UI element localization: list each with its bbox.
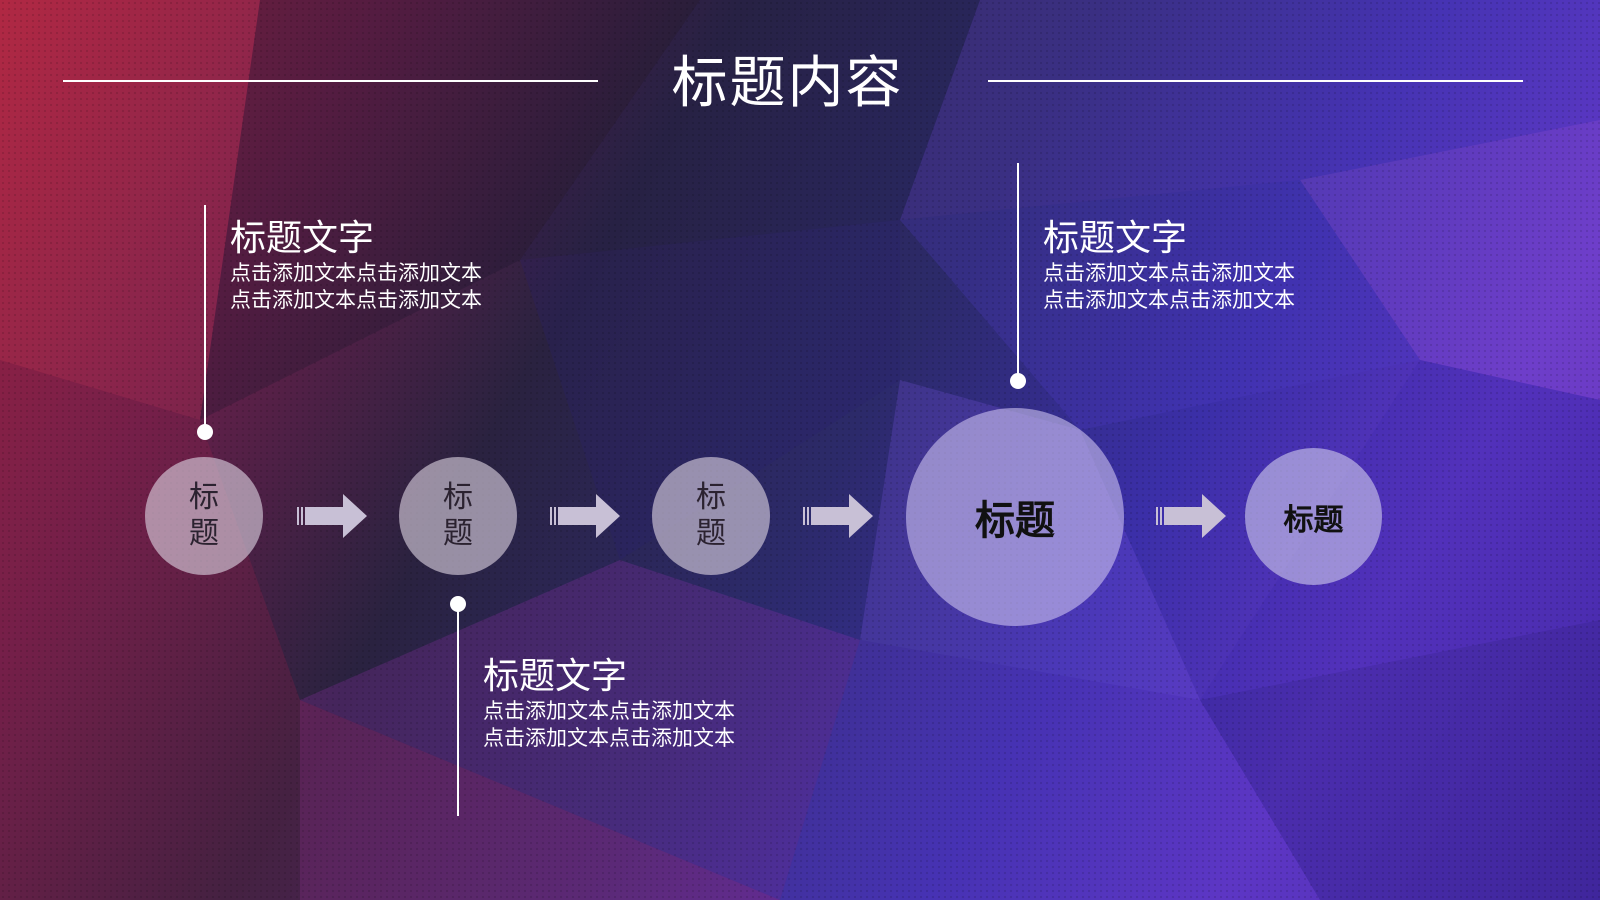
page-title: 标题内容 (671, 51, 904, 116)
callout-text-2b: 点击添加文本点击添加文本 (483, 726, 735, 750)
step-label-2: 标 题 (443, 480, 473, 551)
callout-heading-1: 标题文字 (230, 218, 375, 259)
step-circle-1[interactable]: 标 题 (145, 457, 263, 575)
callout-heading-2: 标题文字 (483, 656, 628, 697)
step-label-5: 标题 (1283, 502, 1344, 538)
step-label-4: 标题 (975, 498, 1055, 544)
callout-text-3b: 点击添加文本点击添加文本 (1043, 288, 1295, 312)
callout-text-2a: 点击添加文本点击添加文本 (483, 699, 735, 723)
callout-1: 标题文字 点击添加文本点击添加文本 点击添加文本点击添加文本 (230, 218, 482, 314)
step-circle-3[interactable]: 标 题 (652, 457, 770, 575)
callout-3: 标题文字 点击添加文本点击添加文本 点击添加文本点击添加文本 (1043, 218, 1295, 314)
callout-text-3a: 点击添加文本点击添加文本 (1043, 261, 1295, 285)
title-rule-left (63, 80, 598, 82)
callout-dot-3 (1010, 373, 1026, 389)
step-circle-2[interactable]: 标 题 (399, 457, 517, 575)
arrow-right-icon (1156, 494, 1226, 538)
arrow-right-icon (297, 494, 367, 538)
step-circle-4[interactable]: 标题 (906, 408, 1124, 626)
callout-line-3 (1017, 163, 1019, 381)
callout-heading-3: 标题文字 (1043, 218, 1188, 259)
callout-text-1a: 点击添加文本点击添加文本 (230, 261, 482, 285)
step-label-3: 标 题 (696, 480, 726, 551)
step-label-1: 标 题 (189, 480, 219, 551)
arrow-right-icon (803, 494, 873, 538)
callout-line-1 (204, 205, 206, 430)
callout-text-1b: 点击添加文本点击添加文本 (230, 288, 482, 312)
arrow-right-icon (550, 494, 620, 538)
callout-dot-1 (197, 424, 213, 440)
callout-line-2 (457, 604, 459, 816)
step-circle-5[interactable]: 标题 (1245, 448, 1382, 585)
title-rule-right (988, 80, 1523, 82)
callout-2: 标题文字 点击添加文本点击添加文本 点击添加文本点击添加文本 (483, 656, 735, 752)
